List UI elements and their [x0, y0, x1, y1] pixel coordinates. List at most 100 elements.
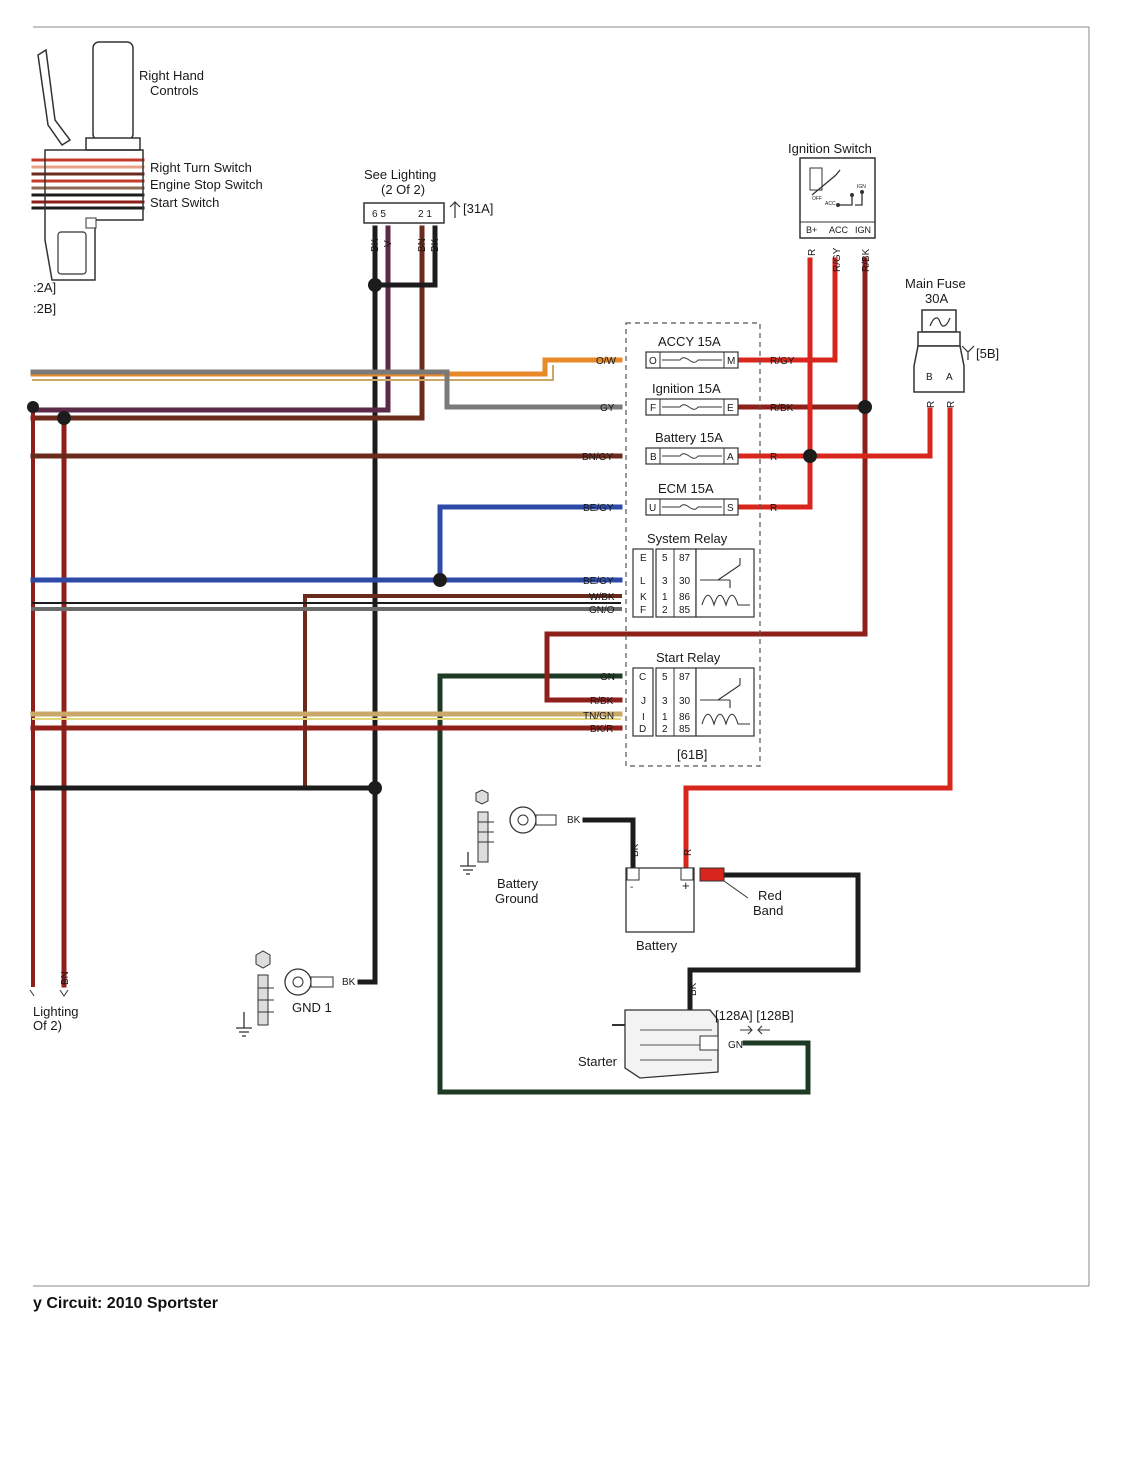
fuse-battery: Battery 15A B A BN/GY R	[582, 430, 777, 465]
wire-label: BK	[430, 238, 441, 252]
fuse-element-icon	[662, 404, 722, 410]
wire-label: R/GY	[832, 247, 843, 272]
wire-label: V	[383, 240, 394, 247]
page-frame	[33, 26, 1090, 1287]
see-lighting-line2: (2 Of 2)	[381, 182, 425, 197]
svg-text:87: 87	[679, 672, 691, 683]
ign-terminal-bplus: B+	[806, 225, 817, 235]
wires	[30, 158, 953, 1095]
wire-label: W/BK	[589, 592, 615, 603]
wire-label: BN	[60, 971, 71, 985]
wire-label: BK	[342, 977, 356, 988]
fuse-accy-out-pin: M	[727, 356, 735, 367]
wire-label: R	[807, 249, 818, 256]
ignition-switch-contact-icon	[811, 169, 863, 206]
fuse-ignition: Ignition 15A F E GY R/BK	[600, 381, 794, 416]
start-relay-ref: [61B]	[677, 747, 707, 762]
lighting-pins-right: 2 1	[418, 209, 432, 220]
connector-arrow-icon	[59, 989, 69, 997]
wire-label: O/W	[596, 356, 617, 367]
splice-dot	[27, 401, 39, 413]
rhc-title-2: Controls	[150, 83, 199, 98]
svg-text:2: 2	[662, 724, 668, 735]
svg-text:3: 3	[662, 576, 668, 587]
page-caption: y Circuit: 2010 Sportster	[33, 1295, 218, 1312]
grip-icon	[92, 41, 134, 141]
svg-text:30: 30	[679, 696, 691, 707]
lighting-connector-wires	[30, 225, 438, 985]
splice-dot	[368, 278, 382, 292]
connector-arrow-icon	[740, 1025, 770, 1035]
wire-label: R/BK	[590, 696, 614, 707]
fuse-ecm-out-pin: S	[727, 503, 734, 514]
rhc-title-1: Right Hand	[139, 68, 204, 83]
svg-text:5: 5	[662, 672, 668, 683]
battery-ground: BK Battery Ground	[460, 789, 581, 906]
wire-label: R/BK	[770, 403, 794, 414]
wire-label: BK	[688, 982, 699, 996]
wire-label: GN	[728, 1040, 743, 1051]
splice-dots	[27, 278, 872, 795]
fuse-battery-out-pin: A	[727, 452, 734, 463]
wire-label: BK	[370, 238, 381, 252]
starter-motor-icon	[624, 1009, 719, 1079]
rhc-harness-wires	[31, 158, 145, 210]
svg-text:3: 3	[662, 696, 668, 707]
ignition-switch-title: Ignition Switch	[788, 141, 872, 156]
battery-minus: -	[630, 882, 633, 893]
right-hand-controls: Right Hand Controls Right Turn Switch En…	[33, 41, 263, 316]
gnd1: BK GND 1	[236, 950, 356, 1037]
start-pin: C	[639, 672, 646, 683]
fuse-element-icon	[662, 357, 722, 363]
wire-label: BK/R	[590, 724, 613, 735]
main-fuse-title: Main Fuse	[905, 276, 966, 291]
splice-dot	[433, 573, 447, 587]
ign-internal-acc: ACC	[825, 201, 836, 207]
ign-internal-ign: IGN	[857, 184, 866, 190]
relay-switch-icon	[700, 678, 750, 726]
engine-stop-switch-label: Engine Stop Switch	[150, 177, 263, 192]
svg-text:85: 85	[679, 605, 691, 616]
main-fuse-ref: [5B]	[976, 346, 999, 361]
fuse-ignition-in-pin: F	[650, 403, 656, 414]
ign-terminal-acc: ACC	[829, 225, 849, 235]
lighting-pins-left: 6 5	[372, 209, 386, 220]
wire-label: BK	[630, 843, 641, 857]
start-relay-title: Start Relay	[656, 650, 721, 665]
lever-icon	[37, 48, 72, 147]
battery-ground-line2: Ground	[495, 891, 538, 906]
starter: BK GN [128A] [128B] Starter	[578, 982, 794, 1079]
svg-text:5: 5	[662, 553, 668, 564]
arrow-up-icon	[449, 201, 461, 218]
gnd1-label: GND 1	[292, 1000, 332, 1015]
wire-label: R/BK	[861, 248, 872, 272]
wire-label: GN/O	[589, 605, 615, 616]
start-switch-label: Start Switch	[150, 195, 219, 210]
fuse-ecm-in-pin: U	[649, 503, 656, 514]
sys-pin: K	[640, 592, 647, 603]
wire-label: BE/GY	[583, 503, 614, 514]
start-pin: J	[641, 696, 646, 707]
connector-fork-icon	[961, 345, 975, 360]
splice-dot	[57, 411, 71, 425]
start-pin: I	[642, 712, 645, 723]
rhc-ref-a: :2A]	[33, 280, 56, 295]
svg-text:86: 86	[679, 592, 691, 603]
bolt-icon	[477, 811, 489, 863]
system-relay: System Relay E 5 87 L 3 30 K 1 86 F 2 85…	[583, 531, 755, 618]
wire-label: R	[946, 401, 957, 408]
lighting-ref: [31A]	[463, 201, 493, 216]
wire-label: R	[770, 503, 777, 514]
battery-label: Battery	[636, 938, 678, 953]
fuse-accy-in-pin: O	[649, 356, 657, 367]
switch-housing-icon	[44, 149, 144, 281]
system-relay-title: System Relay	[647, 531, 728, 546]
svg-text:30: 30	[679, 576, 691, 587]
bottom-left-line2: Of 2)	[33, 1018, 62, 1033]
fuse-relay-block: ACCY 15A O M O/W R/GY Ignition 15A F E G…	[582, 322, 795, 767]
wire-label: R	[770, 452, 777, 463]
ign-internal-off: OFF	[812, 196, 822, 202]
fuse-element-icon	[929, 317, 951, 327]
battery-plus: +	[682, 878, 690, 893]
